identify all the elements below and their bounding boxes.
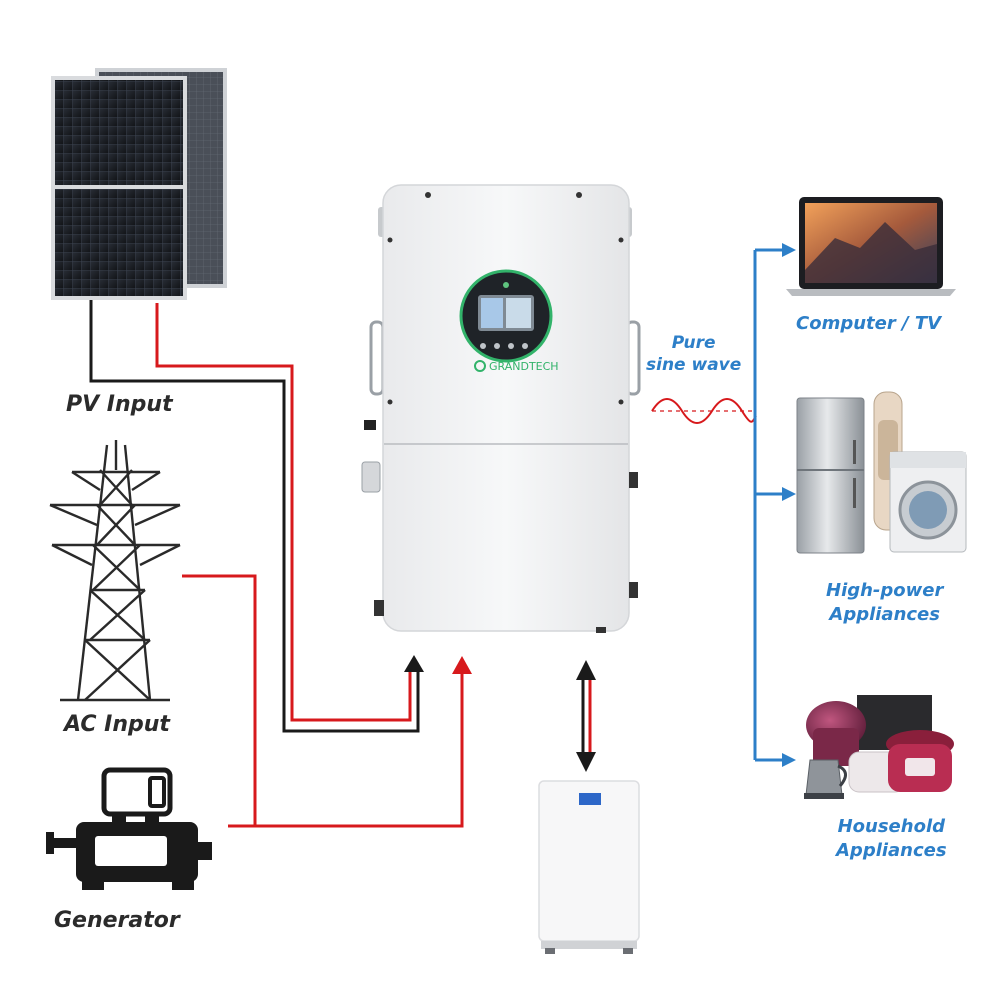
ac-arrowhead — [452, 656, 472, 674]
generator-icon — [46, 767, 212, 890]
pv-input-label: PV Input — [66, 392, 173, 417]
fridge-icon — [796, 397, 865, 554]
solar-panel-icon — [51, 68, 227, 300]
inverter-logo-icon — [474, 360, 486, 372]
sine-wave-label: Pure sine wave — [646, 333, 742, 375]
computer-tv-label: Computer / TV — [796, 313, 942, 334]
high-power-label: High-power Appliances — [826, 580, 944, 625]
kettle-icon — [804, 759, 847, 799]
pv-wires — [89, 300, 420, 733]
inverter-brand: GRANDTECH — [489, 360, 559, 373]
power-tower-icon — [49, 440, 181, 702]
household-label: Household Appliances — [836, 816, 947, 861]
battery-icon — [538, 780, 640, 954]
output-bus — [753, 243, 796, 767]
washing-machine-icon — [889, 451, 967, 553]
sine-wave-icon — [651, 398, 757, 424]
battery-link — [576, 660, 596, 772]
pv-arrowhead — [404, 655, 424, 672]
laptop-icon — [786, 197, 956, 296]
ac-wire — [182, 574, 464, 828]
ac-input-label: AC Input — [64, 712, 170, 737]
inverter: GRANDTECH — [361, 184, 641, 633]
generator-label: Generator — [54, 908, 180, 933]
rice-cooker-icon — [806, 695, 954, 793]
